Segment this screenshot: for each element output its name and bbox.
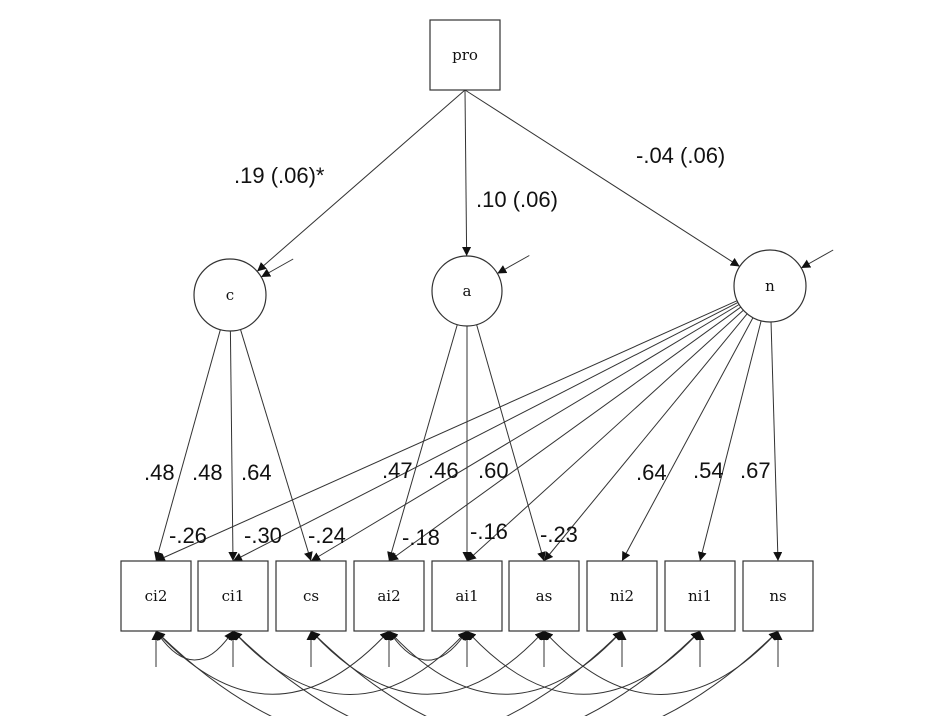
indicator-as: as <box>508 560 580 632</box>
loading-label-c-ci1: .48 <box>192 460 223 485</box>
loading-c-to-cs <box>240 329 313 562</box>
indicator-ai1: ai1 <box>431 560 503 632</box>
loading-label-a-as: .60 <box>478 458 509 483</box>
loading-n-to-cs <box>310 304 740 562</box>
loading-n-to-ni1 <box>697 320 762 562</box>
loading-label-n-ni1: .54 <box>693 458 724 483</box>
path-pro-to-n <box>464 89 740 267</box>
path-coefficient-n: -.04 (.06) <box>636 143 725 168</box>
coefficient-labels-layer: .19 (.06)* .10 (.06) -.04 (.06) .48 .48 .64 .4… <box>144 143 771 550</box>
path-coefficient-a: .10 (.06) <box>476 187 558 212</box>
residual-covariance-ai2-ni2 <box>388 630 623 695</box>
loading-label-n-ci2: -.26 <box>169 523 207 548</box>
path-pro-to-a <box>462 89 472 257</box>
residual-covariance-ai1-ni1 <box>466 630 701 695</box>
loading-n-to-ns <box>770 321 783 562</box>
observed-variable-pro: pro <box>429 19 501 91</box>
indicator-ns: ns <box>742 560 814 632</box>
loading-label-a-ai2: .47 <box>382 458 413 483</box>
indicator-label: ci2 <box>145 587 168 605</box>
residual-covariance-as-ns <box>543 630 779 695</box>
loading-a-to-as <box>476 324 546 562</box>
indicator-label: ai2 <box>377 587 400 605</box>
indicator-ai2: ai2 <box>353 560 425 632</box>
indicator-ni1: ni1 <box>664 560 736 632</box>
latent-factor-label: a <box>463 282 472 300</box>
indicator-label: ai1 <box>455 587 478 605</box>
residual-covariance-ci2-ci1 <box>155 630 234 661</box>
residual-covariance-ci2-ni2 <box>155 630 623 716</box>
indicator-label: ns <box>769 587 786 605</box>
indicator-ci1: ci1 <box>197 560 269 632</box>
residual-covariance-ci1-ni1 <box>232 630 701 716</box>
indicator-ci2: ci2 <box>120 560 192 632</box>
nodes-layer: pro c a n ci2 ci1 cs ai2 ai1 as ni2 ni1 ns <box>120 19 814 632</box>
loading-c-to-ci2 <box>154 329 221 562</box>
indicator-label: cs <box>303 587 319 605</box>
loading-n-to-ai2 <box>388 306 742 562</box>
indicator-label: ni1 <box>688 587 712 605</box>
loading-a-to-ai2 <box>387 324 458 562</box>
observed-variable-label: pro <box>452 46 478 64</box>
indicator-ni2: ni2 <box>586 560 658 632</box>
loading-c-to-ci1 <box>228 330 238 562</box>
loading-label-n-cs: -.24 <box>308 523 346 548</box>
residual-covariance-ai2-ai1 <box>388 630 468 661</box>
path-coefficient-c: .19 (.06)* <box>234 163 325 188</box>
path-pro-to-c <box>256 89 466 272</box>
indicator-cs: cs <box>275 560 347 632</box>
indicator-label: as <box>536 587 553 605</box>
latent-factor-a: a <box>431 255 503 327</box>
loading-label-n-as: -.23 <box>540 522 578 547</box>
latent-factor-n: n <box>733 249 807 323</box>
indicator-label: ni2 <box>610 587 634 605</box>
loading-label-n-ni2: .64 <box>636 460 667 485</box>
loading-label-n-ci1: -.30 <box>244 523 282 548</box>
loading-label-a-ai1: .46 <box>428 458 459 483</box>
latent-factor-label: n <box>765 277 775 295</box>
loading-n-to-ni2 <box>621 317 754 562</box>
indicator-label: ci1 <box>222 587 245 605</box>
latent-factor-label: c <box>226 286 234 304</box>
disturbance-arrow-n <box>800 249 834 269</box>
disturbance-arrow-a <box>497 255 530 274</box>
residual-covariance-cs-ns <box>310 630 779 716</box>
loading-label-c-cs: .64 <box>241 460 272 485</box>
loading-n-to-as <box>543 313 748 562</box>
loading-label-n-ai2: -.18 <box>402 525 440 550</box>
loading-label-n-ns: .67 <box>740 458 771 483</box>
loading-n-to-ai1 <box>466 309 744 562</box>
loading-n-to-ci1 <box>232 301 739 562</box>
loading-n-to-ci2 <box>155 300 738 562</box>
residual-covariances-layer <box>155 630 779 716</box>
loading-label-n-ai1: -.16 <box>470 519 508 544</box>
loading-label-c-ci2: .48 <box>144 460 175 485</box>
latent-factor-c: c <box>193 258 267 332</box>
disturbance-arrow-c <box>260 258 294 278</box>
